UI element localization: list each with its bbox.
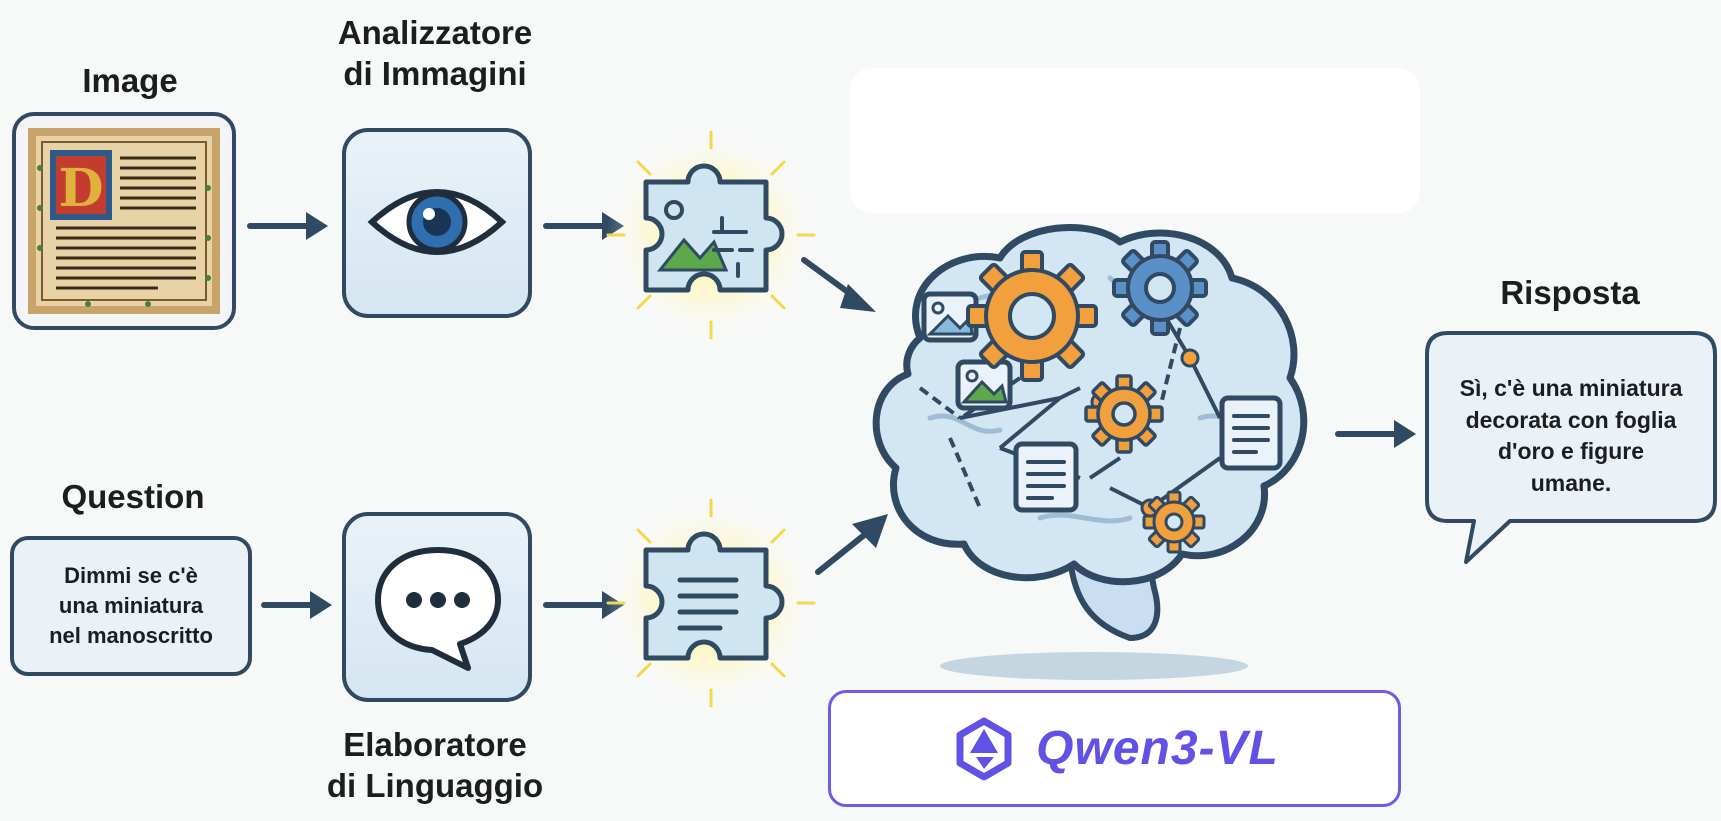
- arrow-to-brain-icon: [815, 514, 888, 575]
- orange-gear-icon: [966, 250, 1098, 382]
- image-analyzer-title-line2: di Immagini: [343, 55, 527, 93]
- svg-text:D: D: [58, 158, 103, 219]
- arrow-right-icon: [261, 591, 332, 619]
- response-text-line1: Sì, c'è una miniatura: [1459, 375, 1683, 401]
- brain-image-icon: [921, 291, 979, 343]
- language-processor-title: Elaboratore di Linguaggio: [300, 724, 570, 807]
- orange-gear-icon: [1084, 374, 1164, 454]
- chat-bubble-icon: [375, 547, 501, 671]
- brain-gears-icon: [872, 224, 1308, 680]
- brain-document-icon: [1013, 441, 1079, 513]
- puzzle-image-icon: [606, 130, 816, 340]
- arrow-right-icon: [247, 212, 328, 240]
- language-processor-box: [342, 512, 532, 702]
- image-analyzer-box: [342, 128, 532, 318]
- orange-gear-icon: [1142, 490, 1206, 554]
- response-title: Risposta: [1500, 274, 1640, 311]
- language-processor-title-line1: Elaboratore: [343, 726, 527, 763]
- question-text-line2: una miniatura: [58, 593, 204, 619]
- response-bubble: [1425, 331, 1717, 564]
- question-title: Question: [61, 478, 205, 515]
- arrow-to-brain-icon: [801, 257, 876, 312]
- brain-image-icon: [955, 359, 1013, 411]
- brand-name: Qwen3-VL: [1036, 722, 1279, 775]
- response-text: Sì, c'è una miniatura decorata con fogli…: [1430, 373, 1712, 500]
- response-text-line4: umane.: [1530, 470, 1612, 497]
- language-processor-title-line2: di Linguaggio: [326, 767, 544, 805]
- brain-document-icon: [1219, 395, 1283, 471]
- brand-box: Qwen3-VL: [828, 690, 1401, 807]
- question-text-box: Dimmi se c'è una miniatura nel manoscrit…: [10, 536, 252, 676]
- puzzle-text-icon: [606, 498, 816, 708]
- response-text-line2: decorata con foglia: [1465, 406, 1677, 433]
- image-analyzer-title: Analizzatore di Immagini: [300, 12, 570, 95]
- manuscript-image-frame: D: [12, 112, 236, 330]
- response-text-line3: d'oro e figure: [1497, 438, 1645, 465]
- question-text-line1: Dimmi se c'è: [64, 563, 198, 589]
- blank-card: [850, 68, 1420, 213]
- image-analyzer-title-line1: Analizzatore: [337, 14, 533, 51]
- arrow-right-icon: [1335, 420, 1416, 448]
- blue-gear-icon: [1112, 240, 1208, 336]
- image-title: Image: [82, 62, 178, 99]
- qwen-logo-icon: [956, 717, 1012, 780]
- eye-icon: [367, 189, 507, 255]
- manuscript-image: D: [28, 128, 220, 314]
- question-text-line3: nel manoscritto: [49, 622, 213, 648]
